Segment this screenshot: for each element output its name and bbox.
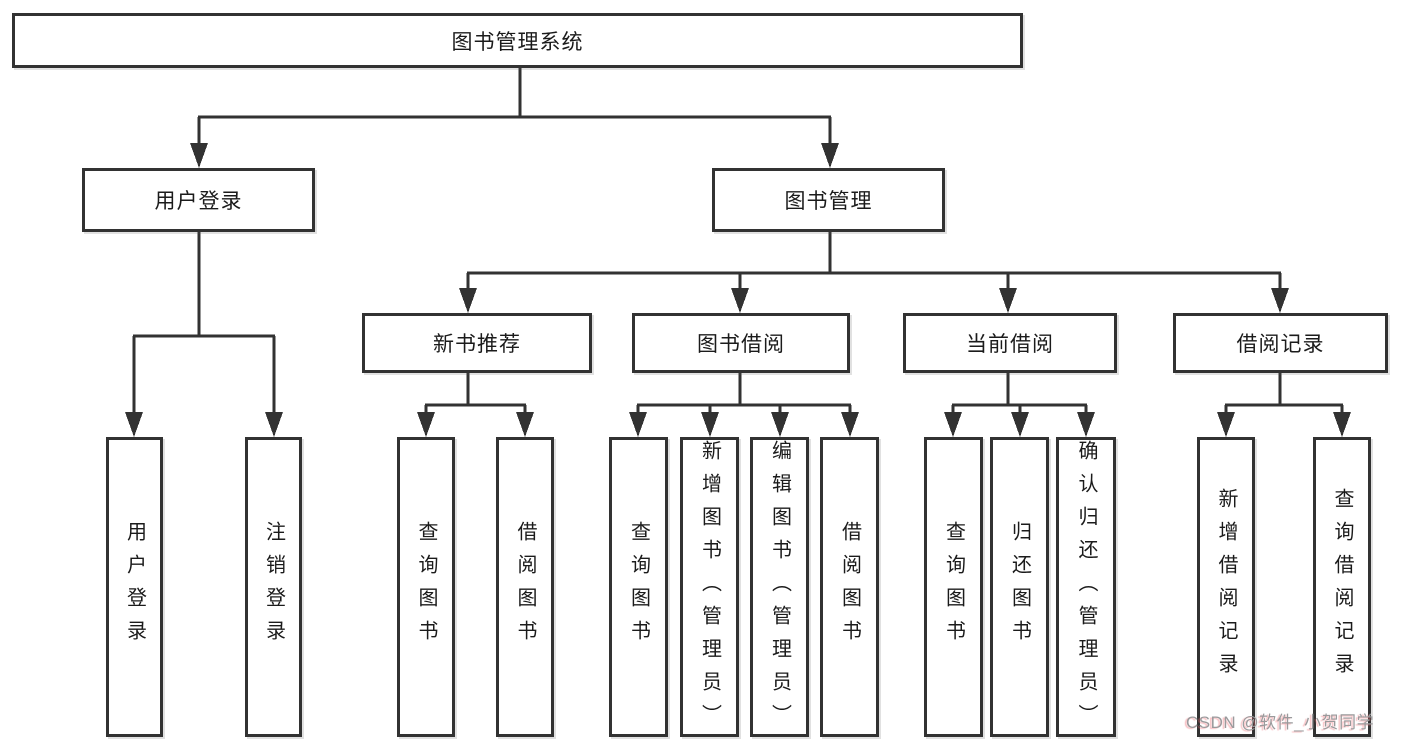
edge-borrowrecord-to-leaves [1217,373,1351,437]
edge-userlogin-to-leaves [125,232,283,437]
edge-bookborrow-to-leaves [629,373,859,437]
node-label: 图书管理 [784,190,873,213]
leaf-currentborrow-query-book: 查询图书 [924,437,983,737]
leaf-newbookrec-query-book: 查询图书 [397,437,455,737]
leaf-bookborrow-edit-book: 编辑图书（管理员） [750,437,809,737]
leaf-borrowrecord-add-record: 新增借阅记录 [1197,437,1255,737]
edge-bookmgmt-to-level3 [459,232,1289,313]
leaf-bookborrow-borrow-book: 借阅图书 [820,437,879,737]
node-label: 当前借阅 [966,333,1054,356]
node-label: 用户登录 [123,521,146,653]
node-label: 借阅记录 [1236,333,1325,356]
node-user-login: 用户登录 [82,168,315,232]
node-book-mgmt: 图书管理 [712,168,945,232]
leaf-bookborrow-add-book: 新增图书（管理员） [680,437,739,737]
edge-currentborrow-to-leaves [944,373,1095,437]
node-root: 图书管理系统 [12,13,1023,68]
leaf-user-login: 用户登录 [106,437,163,737]
leaf-logout: 注销登录 [245,437,302,737]
node-label: 确认归还（管理员） [1075,440,1097,737]
node-label: 注销登录 [262,521,285,653]
node-label: 归还图书 [1008,521,1031,653]
node-book-borrow: 图书借阅 [632,313,850,373]
edge-root-to-level2 [190,68,839,168]
node-label: 借阅图书 [514,521,536,653]
node-label: 新增图书（管理员） [698,440,721,737]
node-current-borrow: 当前借阅 [903,313,1117,373]
node-label: 新书推荐 [433,333,521,356]
node-label: 借阅图书 [838,521,861,653]
leaf-bookborrow-query-book: 查询图书 [609,437,668,737]
node-borrow-record: 借阅记录 [1173,313,1388,373]
node-label: 用户登录 [154,190,243,213]
node-label: 新增借阅记录 [1215,488,1237,686]
node-label: 查询图书 [415,521,437,653]
node-label: 图书管理系统 [451,30,584,54]
leaf-currentborrow-return-book: 归还图书 [990,437,1049,737]
node-label: 图书借阅 [697,333,785,356]
node-new-book-rec: 新书推荐 [362,313,592,373]
node-label: 查询图书 [627,521,650,653]
node-label: 查询图书 [942,521,965,653]
leaf-borrowrecord-query-record: 查询借阅记录 [1313,437,1371,737]
node-label: 编辑图书（管理员） [768,440,791,737]
leaf-newbookrec-borrow-book: 借阅图书 [496,437,554,737]
node-label: 查询借阅记录 [1331,488,1353,686]
watermark: CSDN @软件_小贺同学 [1186,713,1375,732]
leaf-currentborrow-confirm-return: 确认归还（管理员） [1056,437,1116,737]
edge-newbookrec-to-leaves [417,373,534,437]
